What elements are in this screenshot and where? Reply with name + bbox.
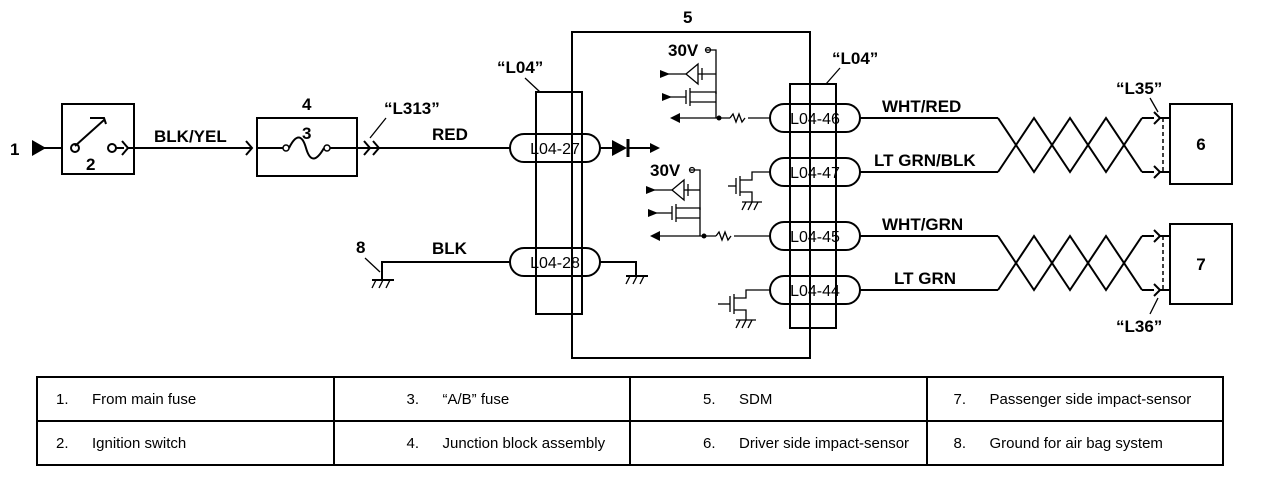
legend-cell: 2. Ignition switch xyxy=(36,420,335,466)
connector-ref-l04-right: “L04” xyxy=(832,49,878,68)
legend-cell: 4. Junction block assembly xyxy=(332,420,631,466)
terminal-label-l04-28: L04-28 xyxy=(530,255,580,272)
transistor-icon xyxy=(728,171,770,202)
legend-text: Passenger side impact-sensor xyxy=(989,390,1192,408)
switch-contact-left xyxy=(70,143,80,153)
legend-number: 7. xyxy=(953,390,967,408)
arrow-left-icon xyxy=(650,231,660,241)
wire-label-red: RED xyxy=(432,125,468,144)
legend-text: Driver side impact-sensor xyxy=(739,434,910,452)
connector-chevron xyxy=(1153,229,1162,243)
transistor-icon xyxy=(718,289,770,320)
legend-number: 1. xyxy=(56,390,69,408)
transistor-icon xyxy=(664,88,717,118)
callout-8: 8 xyxy=(356,238,365,257)
transistor-icon xyxy=(650,204,701,236)
legend-number: 5. xyxy=(703,390,716,408)
input-arrow-icon xyxy=(32,140,46,156)
sdm-box xyxy=(571,31,811,359)
voltage-label-lower: 30V xyxy=(650,161,681,180)
switch-contact-right xyxy=(107,143,117,153)
connector-ref-l313: “L313” xyxy=(384,99,440,118)
terminal-label-l04-46: L04-46 xyxy=(790,111,840,128)
voltage-label-upper: 30V xyxy=(668,41,699,60)
legend-text: From main fuse xyxy=(92,390,197,408)
callout-6: 6 xyxy=(1196,135,1205,154)
wire-blk xyxy=(381,261,510,280)
legend-cell: 5. SDM xyxy=(629,376,928,422)
wire-label-wht-grn: WHT/GRN xyxy=(882,215,963,234)
switch-blade xyxy=(74,119,105,147)
connector-l04-left xyxy=(535,91,583,315)
legend-cell: 1. From main fuse xyxy=(36,376,335,422)
callout-4: 4 xyxy=(302,95,312,114)
terminal-label-l04-27: L04-27 xyxy=(530,141,580,158)
connector-ref-l04-left: “L04” xyxy=(497,58,543,77)
legend-table: 1. From main fuse 3. “A/B” fuse 5. SDM 7. Pa… xyxy=(36,376,1224,466)
legend-number: 6. xyxy=(703,434,716,452)
ground-icon xyxy=(735,319,756,329)
terminal-label-l04-44: L04-44 xyxy=(790,283,840,300)
wire-label-lt-grn-blk: LT GRN/BLK xyxy=(874,151,976,170)
connector-l04-right xyxy=(789,83,837,329)
callout-1: 1 xyxy=(10,140,19,159)
legend-cell: 6. Driver side impact-sensor xyxy=(629,420,928,466)
arrow-left-icon xyxy=(660,70,670,78)
diode-icon xyxy=(612,140,627,156)
terminal-label-l04-47: L04-47 xyxy=(790,165,840,182)
passenger-side-sensor-box xyxy=(1169,223,1233,305)
arrow-left-icon xyxy=(646,186,656,194)
regulator-icon xyxy=(662,62,717,94)
legend-row: 1. From main fuse 3. “A/B” fuse 5. SDM 7. Pa… xyxy=(36,376,1224,422)
callout-3: 3 xyxy=(302,124,311,143)
ground-icon xyxy=(371,279,394,289)
wire-label-blk-yel: BLK/YEL xyxy=(154,127,227,146)
terminal-label-l04-45: L04-45 xyxy=(790,229,840,246)
ground-icon xyxy=(741,201,762,211)
ignition-switch-box xyxy=(61,103,135,175)
twisted-pair-upper xyxy=(997,116,1143,174)
connector-chevron xyxy=(1153,111,1162,125)
twisted-pair-lower xyxy=(997,234,1143,292)
legend-text: “A/B” fuse xyxy=(442,390,510,408)
resistor-icon xyxy=(729,112,746,124)
legend-number: 2. xyxy=(56,434,69,452)
callout-2: 2 xyxy=(86,155,95,174)
arrow-right-icon xyxy=(650,143,660,153)
legend-number: 4. xyxy=(406,434,420,452)
arrow-left-icon xyxy=(670,113,680,123)
legend-cell: 3. “A/B” fuse xyxy=(332,376,631,422)
driver-side-sensor-box xyxy=(1169,103,1233,185)
switch-lever-icon xyxy=(90,117,107,125)
regulator-icon xyxy=(648,178,701,210)
ground-icon xyxy=(625,275,648,285)
connector-ref-l35: “L35” xyxy=(1116,79,1162,98)
resistor-icon xyxy=(715,230,732,242)
wire-label-wht-red: WHT/RED xyxy=(882,97,961,116)
wiring-diagram: 1 2 BLK/YEL 4 3 “L313” RED “L04” L04-27 … xyxy=(10,8,1233,359)
callout-5: 5 xyxy=(683,8,692,27)
connector-ref-l36: “L36” xyxy=(1116,317,1162,336)
legend-cell: 8. Ground for air bag system xyxy=(925,420,1224,466)
wire-label-blk: BLK xyxy=(432,239,468,258)
legend-text: Ground for air bag system xyxy=(989,434,1163,452)
legend-row: 2. Ignition switch 4. Junction block assem… xyxy=(36,420,1224,466)
legend-text: SDM xyxy=(739,390,773,408)
legend-number: 3. xyxy=(406,390,420,408)
legend-cell: 7. Passenger side impact-sensor xyxy=(925,376,1224,422)
callout-7: 7 xyxy=(1196,255,1205,274)
fuse-icon xyxy=(288,136,325,160)
legend-text: Ignition switch xyxy=(92,434,187,452)
legend-number: 8. xyxy=(953,434,967,452)
wire-label-lt-grn: LT GRN xyxy=(894,269,956,288)
legend-text: Junction block assembly xyxy=(442,434,606,452)
